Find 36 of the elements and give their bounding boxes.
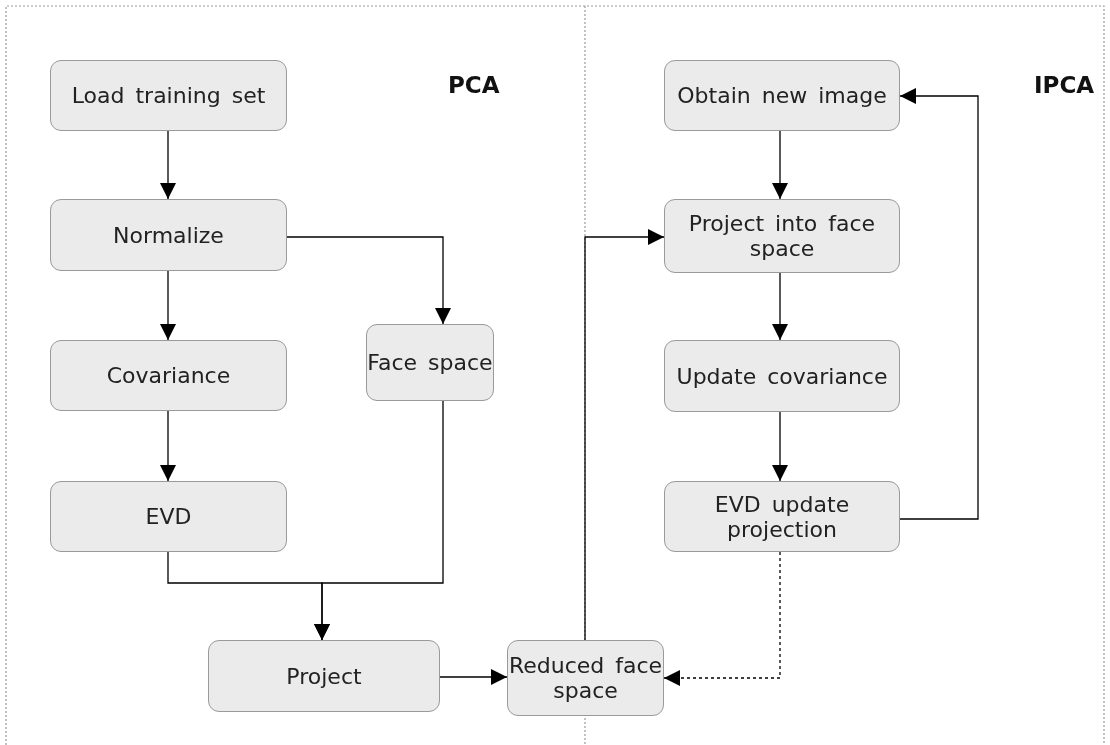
process-box [208,640,440,712]
arrow [160,410,176,482]
box-label: Reduced face space [508,653,663,703]
arrow [160,130,176,200]
process-box [664,199,900,273]
box-label: Project into face space [687,211,877,261]
arrow [772,130,788,200]
box-label: Project [286,663,362,689]
box-label: Obtain new image [677,83,887,108]
arrow [314,400,444,641]
arrow [899,88,979,520]
arrow [584,229,665,641]
process-box [50,199,287,271]
section-title: IPCA [1034,72,1095,98]
process-box [50,481,287,552]
box-label: EVD [145,504,192,529]
box-label: Normalize [113,222,224,248]
box-label: Face space [367,350,493,375]
process-box [664,60,900,131]
arrow [772,272,788,341]
arrow [160,270,176,341]
arrow [439,669,508,685]
process-box [50,340,287,411]
section-title: PCA [448,72,500,98]
process-box [507,640,664,716]
process-box [664,481,900,552]
box-label: Covariance [106,363,231,388]
process-box [366,324,494,401]
arrow [772,411,788,482]
arrow [286,236,451,325]
box-label: Update covariance [676,363,888,389]
arrow [663,551,781,686]
box-label: EVD update projection [713,491,851,542]
process-box [50,60,287,131]
process-box [664,340,900,412]
box-label: Load training set [71,83,266,108]
